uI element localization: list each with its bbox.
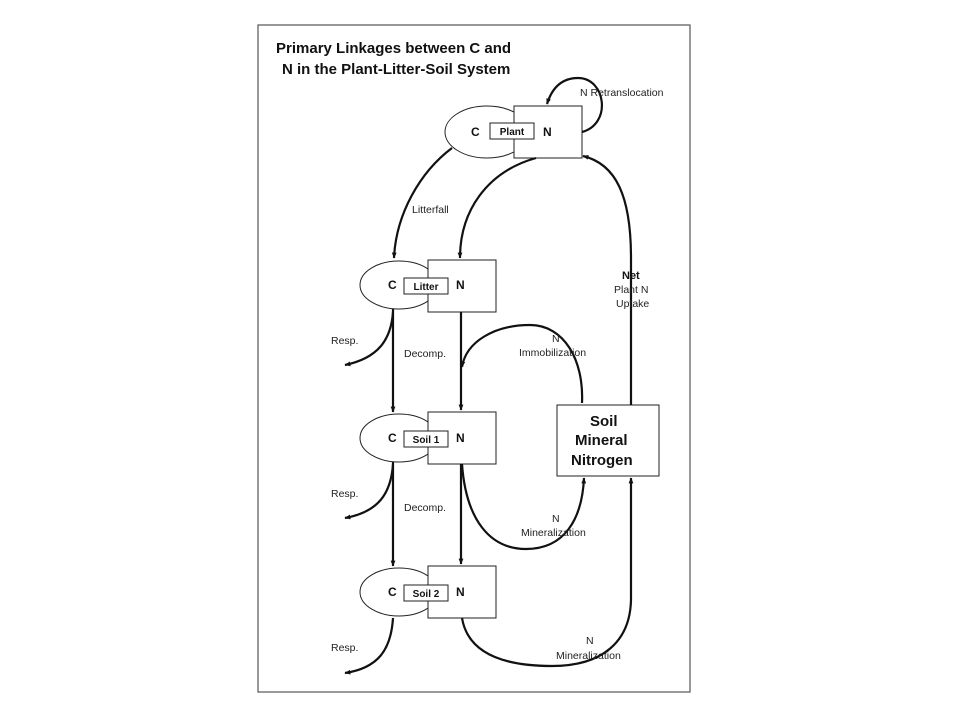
net-plant-n-uptake-arrow (582, 154, 633, 405)
litterfall-carbon-arrow (391, 147, 453, 259)
n-mineralization-1-n-label: N (552, 513, 560, 525)
soil-1-carbon-label: C (388, 431, 397, 445)
litterfall-label: Litterfall (412, 204, 449, 216)
diagram-title-line-2: N in the Plant-Litter-Soil System (282, 61, 510, 78)
plant-label-box (489, 122, 535, 140)
n-mineralization-soil-2-arrow (460, 477, 634, 668)
soil-2-nitrogen-label: N (456, 585, 465, 599)
litter-carbon-label: C (388, 278, 397, 292)
n-mineralization-1-label: Mineralization (521, 527, 586, 539)
n-immobilization-n-label: N (552, 333, 560, 345)
resp-arrow-soil-2 (344, 617, 395, 675)
uptake-uptake-label: Uptake (616, 298, 649, 310)
n-mineralization-soil-1-arrow (460, 463, 587, 551)
resp-label-2: Resp. (331, 488, 358, 500)
plant-nitrogen-label: N (543, 125, 552, 139)
soil-1-pool-label: Soil 1 (413, 435, 440, 446)
n-immobilization-label: Immobilization (519, 347, 586, 359)
resp-label-1: Resp. (331, 335, 358, 347)
soil-mineral-nitrogen-pool: Soil Mineral Nitrogen (556, 404, 660, 477)
plant-pool: C Plant N (444, 105, 583, 159)
resp-label-3: Resp. (331, 642, 358, 654)
litter-pool-label: Litter (414, 282, 439, 293)
litter-nitrogen-label: N (456, 278, 465, 292)
soil-mineral-nitrogen-line-2: Mineral (575, 432, 628, 449)
n-mineralization-2-n-label: N (586, 635, 594, 647)
n-mineralization-2-label: Mineralization (556, 650, 621, 662)
soil-2-label-box (403, 584, 449, 602)
soil-1-nitrogen-label: N (456, 431, 465, 445)
decomp-label-1: Decomp. (404, 348, 446, 360)
soil-mineral-nitrogen-line-3: Nitrogen (571, 452, 633, 469)
soil-mineral-nitrogen-box (556, 404, 660, 477)
litter-label-box (403, 277, 449, 295)
soil-mineral-nitrogen-line-1: Soil (590, 413, 618, 430)
n-retranslocation-label: N Retranslocation (580, 87, 664, 99)
soil-1-label-box (403, 430, 449, 448)
litterfall-nitrogen-arrow (457, 156, 537, 259)
uptake-net-label: Net (622, 270, 640, 282)
soil-2-pool-label: Soil 2 (413, 589, 440, 600)
diagram-title-line-1: Primary Linkages between C and (276, 40, 511, 57)
soil-2-carbon-label: C (388, 585, 397, 599)
n-retranslocation-arrow (545, 76, 604, 134)
decomp-label-2: Decomp. (404, 502, 446, 514)
plant-carbon-label: C (471, 125, 480, 139)
n-immobilization-arrow (460, 323, 584, 404)
resp-arrow-litter (344, 311, 395, 367)
soil-1-pool: C Soil 1 N (359, 411, 497, 465)
litter-pool: C Litter N (359, 259, 497, 313)
plant-pool-label: Plant (500, 127, 525, 138)
uptake-plant-n-label: Plant N (614, 284, 648, 296)
soil-2-pool: C Soil 2 N (359, 565, 497, 619)
resp-arrow-soil-1 (344, 463, 395, 520)
